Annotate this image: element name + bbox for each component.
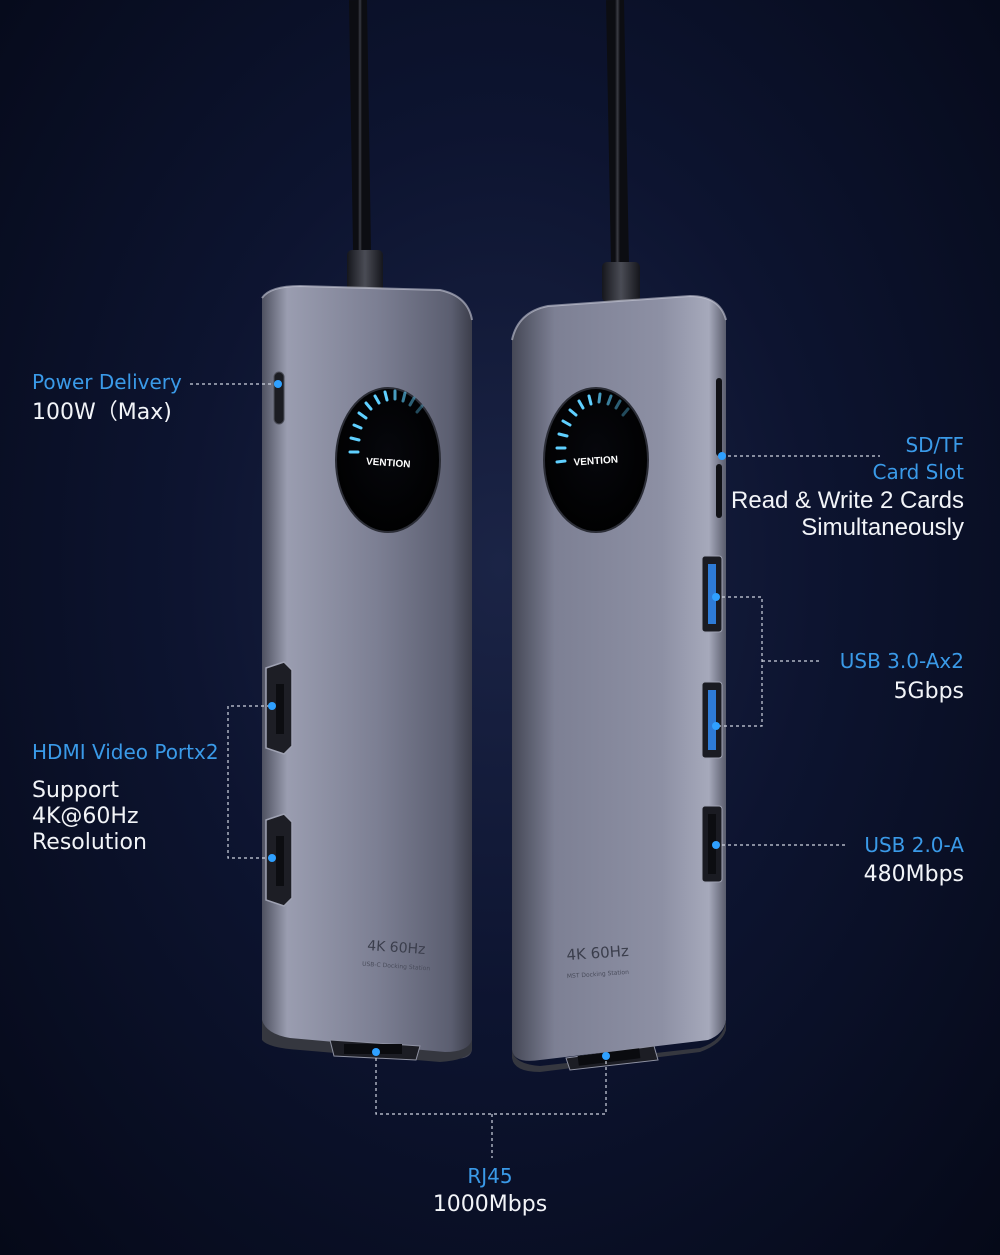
left-hub-caption: USB-C Docking Station xyxy=(362,961,431,973)
left-brand-logo: VENTION xyxy=(366,456,411,470)
callout-lines xyxy=(190,383,880,1158)
usb-c-pd-port xyxy=(273,371,285,425)
left-display-lens xyxy=(335,387,441,533)
left-cable-sleeve xyxy=(347,250,383,292)
hdmi-line-3: Resolution xyxy=(32,830,147,855)
usb3-title: USB 3.0-Ax2 xyxy=(839,649,964,673)
rj45-title: RJ45 xyxy=(467,1164,513,1188)
right-cable xyxy=(606,0,629,266)
hdmi2-dot xyxy=(268,854,276,862)
power-delivery-subtitle: 100W（Max) xyxy=(32,400,172,425)
tf-card-slot xyxy=(716,464,722,518)
rj45-right-dot xyxy=(602,1052,610,1060)
right-hub-badge: 4K 60Hz xyxy=(566,942,630,964)
sd-tf-title-2: Card Slot xyxy=(872,460,964,484)
callout-dots xyxy=(268,380,726,1060)
hdmi-title: HDMI Video Portx2 xyxy=(32,740,219,764)
usb2-dot xyxy=(712,841,720,849)
left-hub-badge: 4K 60Hz xyxy=(367,938,426,958)
left-hub: VENTION 4K 60Hz USB-C Docking Station xyxy=(261,284,473,1062)
rj45-left-dot xyxy=(372,1048,380,1056)
sd-tf-title-1: SD/TF xyxy=(905,433,964,457)
hdmi-port-1 xyxy=(265,661,293,755)
sd-dot xyxy=(718,452,726,460)
sd-card-slot xyxy=(716,378,722,456)
pd-dot xyxy=(274,380,282,388)
right-cable-sleeve xyxy=(602,262,640,302)
usb3-2-dot xyxy=(712,722,720,730)
usb3-1-dot xyxy=(712,593,720,601)
sd-tf-subtitle-2: Simultaneously xyxy=(801,514,964,541)
right-glow-ring-icon xyxy=(555,392,630,464)
rj45-subtitle: 1000Mbps xyxy=(432,1192,548,1217)
rj45-leader xyxy=(375,1052,607,1115)
right-hub: VENTION 4K 60Hz MST Docking Station xyxy=(511,294,727,1072)
usb3-port-2 xyxy=(701,681,723,759)
power-delivery-title: Power Delivery xyxy=(32,370,182,394)
left-glow-ring-icon xyxy=(348,389,424,454)
hdmi1-dot xyxy=(268,702,276,710)
hdmi-leader xyxy=(227,705,270,859)
right-hub-caption: MST Docking Station xyxy=(567,969,630,980)
usb2-port xyxy=(701,805,723,883)
usb2-subtitle: 480Mbps xyxy=(863,862,964,887)
sd-tf-subtitle-1: Read & Write 2 Cards xyxy=(731,487,964,514)
hdmi-line-1: Support xyxy=(32,778,119,803)
right-brand-logo: VENTION xyxy=(573,454,618,468)
hdmi-port-2 xyxy=(265,813,293,907)
usb3-port-1 xyxy=(701,555,723,633)
left-cable xyxy=(349,0,371,251)
usb2-title: USB 2.0-A xyxy=(864,833,964,857)
usb3-subtitle: 5Gbps xyxy=(893,679,964,704)
hdmi-line-2: 4K@60Hz xyxy=(32,804,139,829)
